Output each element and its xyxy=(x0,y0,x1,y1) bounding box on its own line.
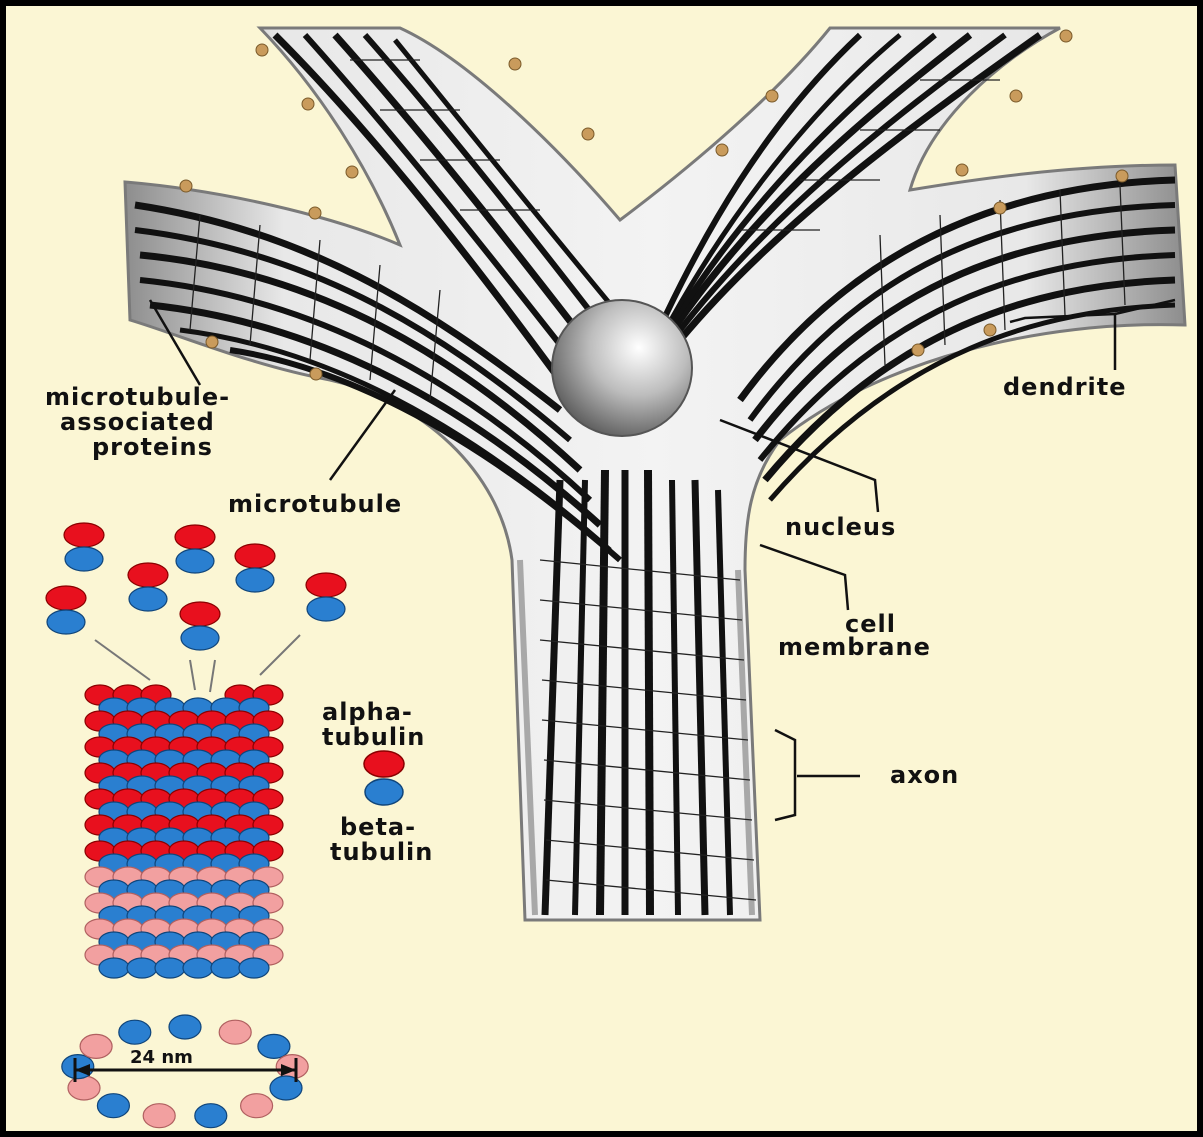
alpha-tubulin-icon xyxy=(46,586,86,610)
label-microtubule: microtubule xyxy=(228,490,402,518)
beta-tubulin-icon xyxy=(365,779,403,805)
beta-tubulin-icon xyxy=(181,626,219,650)
beta-tubulin-icon xyxy=(176,549,214,573)
beta-tubulin-icon xyxy=(47,610,85,634)
alpha-tubulin-icon xyxy=(306,573,346,597)
beta-tubulin-icon xyxy=(307,597,345,621)
beta-tubulin-icon xyxy=(195,1104,227,1128)
beta-tubulin-icon xyxy=(127,958,157,978)
beta-tubulin-icon xyxy=(239,958,269,978)
alpha-tubulin-icon xyxy=(128,563,168,587)
alpha-tubulin-icon xyxy=(180,602,220,626)
free-tubulin-dimers xyxy=(46,523,346,650)
alpha-tubulin-icon xyxy=(143,1104,175,1128)
beta-tubulin-icon xyxy=(99,958,129,978)
alpha-tubulin-icon xyxy=(80,1034,112,1058)
beta-tubulin-icon xyxy=(155,958,185,978)
label-membrane: membrane xyxy=(778,633,931,661)
label-maps-3: proteins xyxy=(92,433,213,461)
alpha-tubulin-icon xyxy=(235,544,275,568)
beta-tubulin-icon xyxy=(65,547,103,571)
microtubule-tube xyxy=(85,685,283,978)
alpha-tubulin-icon xyxy=(364,751,404,777)
beta-tubulin-icon xyxy=(183,958,213,978)
alpha-tubulin-icon xyxy=(219,1020,251,1044)
label-alpha-2: tubulin xyxy=(322,723,425,751)
label-axon: axon xyxy=(890,761,959,789)
beta-tubulin-icon xyxy=(119,1020,151,1044)
label-maps-2: associated xyxy=(60,408,215,436)
cell-membrane xyxy=(125,28,1185,920)
label-dendrite: dendrite xyxy=(1003,373,1127,401)
label-beta-2: tubulin xyxy=(330,838,433,866)
beta-tubulin-icon xyxy=(129,587,167,611)
label-diameter: 24 nm xyxy=(130,1047,193,1068)
label-nucleus: nucleus xyxy=(785,513,896,541)
alpha-tubulin-icon xyxy=(175,525,215,549)
label-alpha-1: alpha- xyxy=(322,698,413,726)
alpha-tubulin-icon xyxy=(64,523,104,547)
alpha-tubulin-icon xyxy=(68,1076,100,1100)
label-beta-1: beta- xyxy=(340,813,416,841)
beta-tubulin-icon xyxy=(258,1034,290,1058)
alpha-tubulin-icon xyxy=(241,1094,273,1118)
beta-tubulin-icon xyxy=(97,1094,129,1118)
beta-tubulin-icon xyxy=(236,568,274,592)
nucleus-sphere xyxy=(552,300,692,436)
beta-tubulin-icon xyxy=(211,958,241,978)
beta-tubulin-icon xyxy=(169,1015,201,1039)
label-maps-1: microtubule- xyxy=(45,383,230,411)
legend-dimer xyxy=(364,751,404,805)
